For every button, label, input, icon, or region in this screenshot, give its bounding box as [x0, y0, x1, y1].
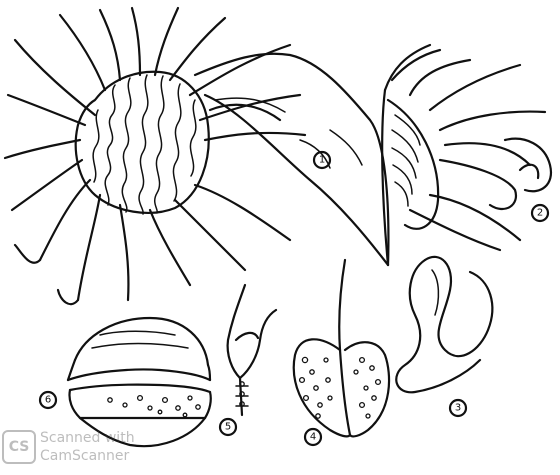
svg-text:1: 1	[319, 155, 325, 166]
heart-figure	[294, 260, 389, 436]
spots	[300, 357, 381, 418]
figure-label-3: 3	[450, 400, 466, 416]
pollen-grain-figure	[5, 8, 305, 304]
bean-figure	[396, 257, 492, 392]
figure-label-1: 1	[314, 152, 330, 168]
svg-text:2: 2	[537, 208, 543, 219]
bud-figure	[228, 285, 276, 415]
figure-label-5: 5	[220, 419, 236, 435]
camscanner-logo: CS	[2, 430, 36, 464]
figure-label-6: 6	[40, 392, 56, 408]
dotted-layer	[108, 396, 200, 417]
svg-text:6: 6	[45, 395, 51, 406]
watermark-line-1: Scanned with	[40, 430, 135, 446]
svg-text:4: 4	[310, 432, 316, 443]
svg-text:5: 5	[225, 422, 231, 433]
camscanner-watermark: CS Scanned with CamScanner	[0, 426, 170, 471]
svg-text:3: 3	[455, 403, 461, 414]
watermark-line-2: CamScanner	[40, 448, 129, 464]
claw-figure	[382, 45, 551, 265]
figure-label-2: 2	[532, 205, 548, 221]
radiating-hairs	[5, 8, 305, 304]
figure-label-4: 4	[305, 429, 321, 445]
sheath-figure	[195, 54, 388, 265]
